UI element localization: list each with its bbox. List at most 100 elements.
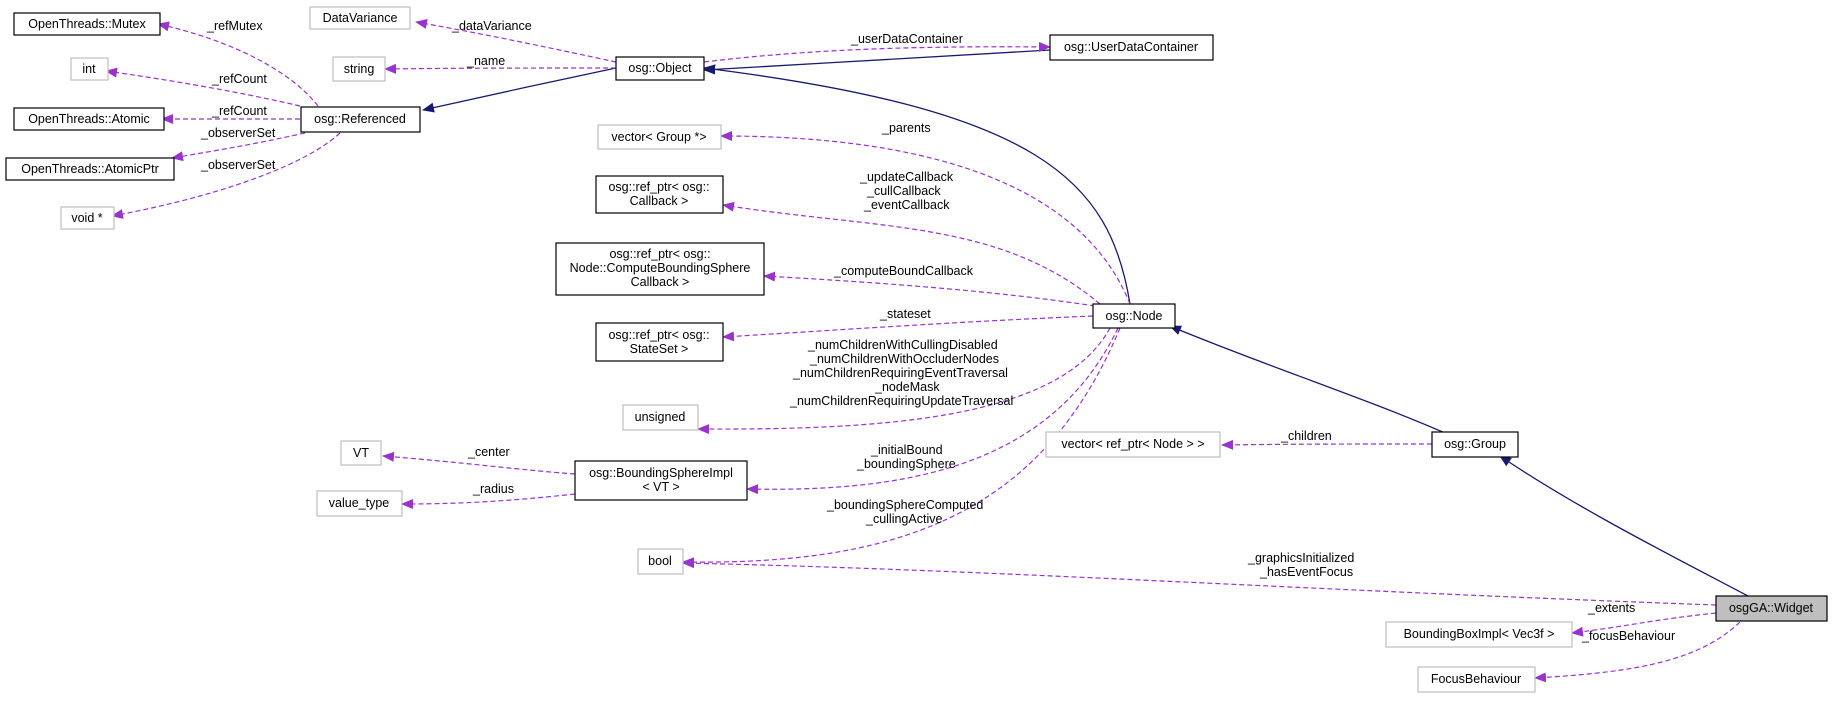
label-datavariance: _dataVariance [451, 19, 532, 33]
edge-refmutex [157, 21, 319, 107]
label-computebound: _computeBoundCallback [833, 264, 974, 278]
svg-text:void *: void * [71, 211, 102, 225]
label-bool-widget-2: _hasEventFocus [1259, 565, 1353, 579]
node-bsi[interactable]: osg::BoundingSphereImpl < VT > [574, 460, 748, 501]
edge-name [384, 63, 617, 74]
node-group[interactable]: osg::Group [1431, 431, 1519, 458]
label-unsigned-1: _numChildrenWithCullingDisabled [807, 338, 998, 352]
label-userdatacontainer: _userDataContainer [850, 32, 963, 46]
node-bool[interactable]: bool [637, 548, 684, 575]
edge-labels: _refMutex _refCount _refCount _observerS… [200, 19, 1675, 643]
node-bbox[interactable]: BoundingBoxImpl< Vec3f > [1385, 621, 1573, 648]
svg-text:osgGA::Widget: osgGA::Widget [1729, 601, 1814, 615]
edge-parents [720, 131, 1131, 305]
node-referenced[interactable]: osg::Referenced [300, 106, 421, 133]
node-datavariance[interactable]: DataVariance [309, 6, 411, 30]
edge-stateset [722, 315, 1094, 342]
label-unsigned-4: _nodeMask [874, 380, 940, 394]
label-callback-2: _cullCallback [866, 184, 941, 198]
svg-text:osg::ref_ptr< osg::: osg::ref_ptr< osg:: [608, 180, 709, 194]
svg-text:OpenThreads::Atomic: OpenThreads::Atomic [28, 112, 150, 126]
edge-focus [1534, 621, 1741, 683]
edge-bound [746, 327, 1119, 495]
node-widget[interactable]: osgGA::Widget [1715, 595, 1828, 622]
edge-observerset-void [111, 132, 341, 219]
label-focus: _focusBehaviour [1581, 629, 1675, 643]
node-mutex[interactable]: OpenThreads::Mutex [13, 12, 161, 36]
nodes: OpenThreads::Mutex int OpenThreads::Atom… [5, 6, 1828, 693]
node-atomicptr[interactable]: OpenThreads::AtomicPtr [5, 157, 175, 181]
node-vecrefnode[interactable]: vector< ref_ptr< Node > > [1045, 431, 1221, 458]
label-children: _children [1280, 429, 1332, 443]
edge-object-to-referenced [422, 67, 617, 113]
edge-group-to-node [1169, 325, 1446, 434]
node-stateset[interactable]: osg::ref_ptr< osg:: StateSet > [595, 322, 724, 362]
node-string[interactable]: string [332, 56, 386, 82]
label-refcount-atomic: _refCount [211, 104, 267, 118]
svg-text:Callback >: Callback > [631, 275, 690, 289]
node-focus[interactable]: FocusBehaviour [1417, 666, 1536, 693]
node-node[interactable]: osg::Node [1092, 303, 1176, 329]
label-name: _name [466, 54, 505, 68]
label-observerset-atomicptr: _observerSet [200, 126, 276, 140]
label-parents: _parents [881, 121, 931, 135]
label-bool-node-2: _cullingActive [865, 512, 942, 526]
svg-text:string: string [344, 62, 375, 76]
label-extents: _extents [1587, 601, 1635, 615]
edge-extents [1571, 612, 1717, 637]
label-bool-node-1: _boundingSphereComputed [826, 498, 983, 512]
edge-refcount-int [105, 67, 301, 107]
svg-text:value_type: value_type [329, 496, 390, 510]
label-bound-1: _initialBound [870, 443, 943, 457]
label-center: _center [467, 445, 510, 459]
node-valuetype[interactable]: value_type [316, 490, 403, 517]
label-bool-widget-1: _graphicsInitialized [1247, 551, 1354, 565]
node-unsigned[interactable]: unsigned [622, 404, 699, 431]
node-int[interactable]: int [70, 57, 109, 81]
node-voidp[interactable]: void * [60, 206, 115, 230]
edge-computebound [763, 271, 1096, 307]
node-atomic[interactable]: OpenThreads::Atomic [13, 107, 165, 131]
svg-text:OpenThreads::AtomicPtr: OpenThreads::AtomicPtr [21, 162, 159, 176]
node-userdata[interactable]: osg::UserDataContainer [1049, 34, 1214, 61]
edge-widget-to-group [1499, 455, 1749, 597]
edge-observerset-atomicptr [171, 132, 306, 162]
svg-text:Callback >: Callback > [630, 194, 689, 208]
svg-text:vector< ref_ptr< Node > >: vector< ref_ptr< Node > > [1061, 437, 1204, 451]
svg-text:osg::ref_ptr< osg::: osg::ref_ptr< osg:: [608, 328, 709, 342]
label-unsigned-5: _numChildrenRequiringUpdateTraversal [789, 394, 1013, 408]
svg-text:bool: bool [648, 554, 672, 568]
svg-text:osg::Object: osg::Object [628, 61, 692, 75]
label-callback-1: _updateCallback [859, 170, 954, 184]
edge-node-to-object [703, 64, 1131, 305]
node-vt[interactable]: VT [340, 440, 382, 466]
label-refmutex: _refMutex [206, 19, 263, 33]
inheritance-edges [422, 49, 1749, 597]
edge-userdatacontainer [703, 41, 1051, 63]
edge-userdata-to-object [703, 49, 1051, 75]
edge-center [382, 451, 576, 475]
label-bound-2: _boundingSphere [856, 457, 956, 471]
edge-callbacks [722, 201, 1101, 305]
label-observerset-void: _observerSet [200, 158, 276, 172]
svg-text:DataVariance: DataVariance [323, 11, 398, 25]
edge-bool-widget [682, 558, 1717, 606]
svg-text:osg::Referenced: osg::Referenced [314, 112, 406, 126]
svg-text:osg::UserDataContainer: osg::UserDataContainer [1064, 40, 1198, 54]
label-stateset: _stateset [879, 307, 931, 321]
svg-text:unsigned: unsigned [635, 410, 686, 424]
edge-bool-node [682, 327, 1121, 568]
label-refcount-int: _refCount [211, 72, 267, 86]
node-cbs[interactable]: osg::ref_ptr< osg:: Node::ComputeBoundin… [555, 242, 765, 296]
node-vecgroup[interactable]: vector< Group *> [597, 124, 722, 150]
node-object[interactable]: osg::Object [615, 56, 705, 81]
edge-datavariance [415, 18, 617, 63]
svg-text:osg::BoundingSphereImpl: osg::BoundingSphereImpl [589, 466, 733, 480]
svg-text:FocusBehaviour: FocusBehaviour [1431, 672, 1521, 686]
node-callback[interactable]: osg::ref_ptr< osg:: Callback > [595, 175, 724, 214]
svg-text:int: int [82, 62, 96, 76]
svg-text:StateSet >: StateSet > [630, 342, 689, 356]
svg-text:osg::Node: osg::Node [1106, 309, 1163, 323]
